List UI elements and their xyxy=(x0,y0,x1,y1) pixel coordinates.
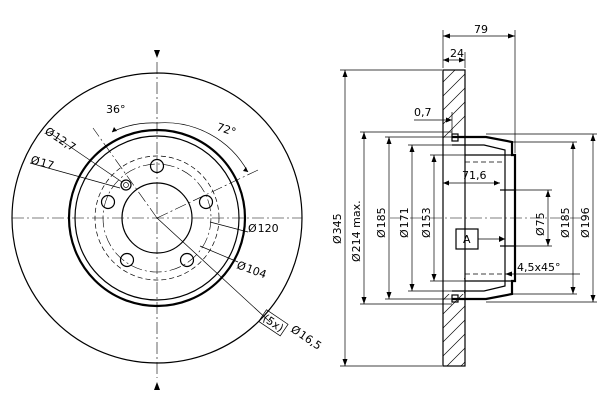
bolt-hole xyxy=(198,194,214,210)
d-75-label: Ø75 xyxy=(534,212,547,236)
arrow xyxy=(545,190,551,197)
min-thickness-label: 0,7 xyxy=(414,106,432,119)
arrow xyxy=(443,57,449,63)
leader-17 xyxy=(29,162,121,189)
arrow xyxy=(570,142,576,149)
arrow xyxy=(545,239,551,246)
angle-36-label: 36° xyxy=(106,103,126,116)
leader-104 xyxy=(199,245,239,263)
arrow xyxy=(505,271,512,277)
d-153-label: Ø153 xyxy=(420,207,433,238)
bolt-hole xyxy=(179,252,195,268)
arrow xyxy=(386,292,392,299)
arrow xyxy=(570,287,576,294)
side-view: 79 24 0,7 71,6 A 4,5x45° Ø345 xyxy=(331,23,597,367)
arrow xyxy=(342,359,348,366)
d-hub-label: Ø104 xyxy=(235,259,268,282)
radial-line-36 xyxy=(92,127,158,219)
arrow xyxy=(494,180,500,186)
arrow xyxy=(409,284,415,291)
angle-arc-72 xyxy=(156,122,249,173)
front-view: 36° 72° Ø12,7 Ø17 Ø120 Ø104 (5x) Ø16,5 xyxy=(11,50,324,390)
pin-hole xyxy=(120,179,132,191)
d-hole-outer-label: Ø17 xyxy=(29,153,55,172)
d-185b-label: Ø185 xyxy=(559,207,572,238)
arrow xyxy=(499,236,505,242)
angle-72-label: 72° xyxy=(215,120,238,138)
angle-arrow xyxy=(112,127,117,132)
leader-12-7 xyxy=(49,132,123,183)
arrow xyxy=(590,295,596,302)
arrow xyxy=(361,297,367,304)
arrow xyxy=(508,33,515,39)
arrow xyxy=(342,70,348,77)
d-196-label: Ø196 xyxy=(579,207,592,238)
d-pcd-label: Ø120 xyxy=(248,222,279,235)
bolt-holes xyxy=(100,158,214,268)
radial-line-bolt xyxy=(156,217,271,323)
arrow xyxy=(431,155,437,162)
d-outer-label: Ø345 xyxy=(331,213,344,244)
radial-line-72 xyxy=(156,169,259,219)
arrow xyxy=(443,180,449,186)
d-bolt-label: Ø16,5 xyxy=(288,323,324,353)
arrow xyxy=(459,57,465,63)
angle-arrow xyxy=(243,167,248,172)
arrow xyxy=(361,132,367,139)
hat-depth-label: 71,6 xyxy=(462,169,487,182)
disc-thickness-label: 24 xyxy=(450,47,464,60)
arrow xyxy=(446,117,452,123)
d-171-label: Ø171 xyxy=(398,207,411,238)
leader-120 xyxy=(209,221,249,233)
pin-hole-inner xyxy=(123,182,129,188)
chamfer-label: 4,5x45° xyxy=(517,261,561,274)
arrow xyxy=(590,134,596,141)
d-max-label: Ø214 max. xyxy=(350,200,363,262)
arrow xyxy=(409,145,415,152)
d-185a-label: Ø185 xyxy=(375,207,388,238)
vent-top xyxy=(451,133,459,142)
centerline-arrow-bottom xyxy=(154,382,160,390)
total-width-label: 79 xyxy=(474,23,488,36)
bolt-hole xyxy=(100,194,116,210)
bolt-hole xyxy=(119,252,135,268)
vent-bottom xyxy=(451,294,459,303)
arrow xyxy=(431,274,437,281)
arrow xyxy=(443,33,450,39)
bolt-count-box xyxy=(258,309,289,337)
arrow xyxy=(386,137,392,144)
centerline-arrow-top xyxy=(154,50,160,58)
datum-label: A xyxy=(463,233,471,246)
d-hole-small-label: Ø12,7 xyxy=(42,125,78,155)
